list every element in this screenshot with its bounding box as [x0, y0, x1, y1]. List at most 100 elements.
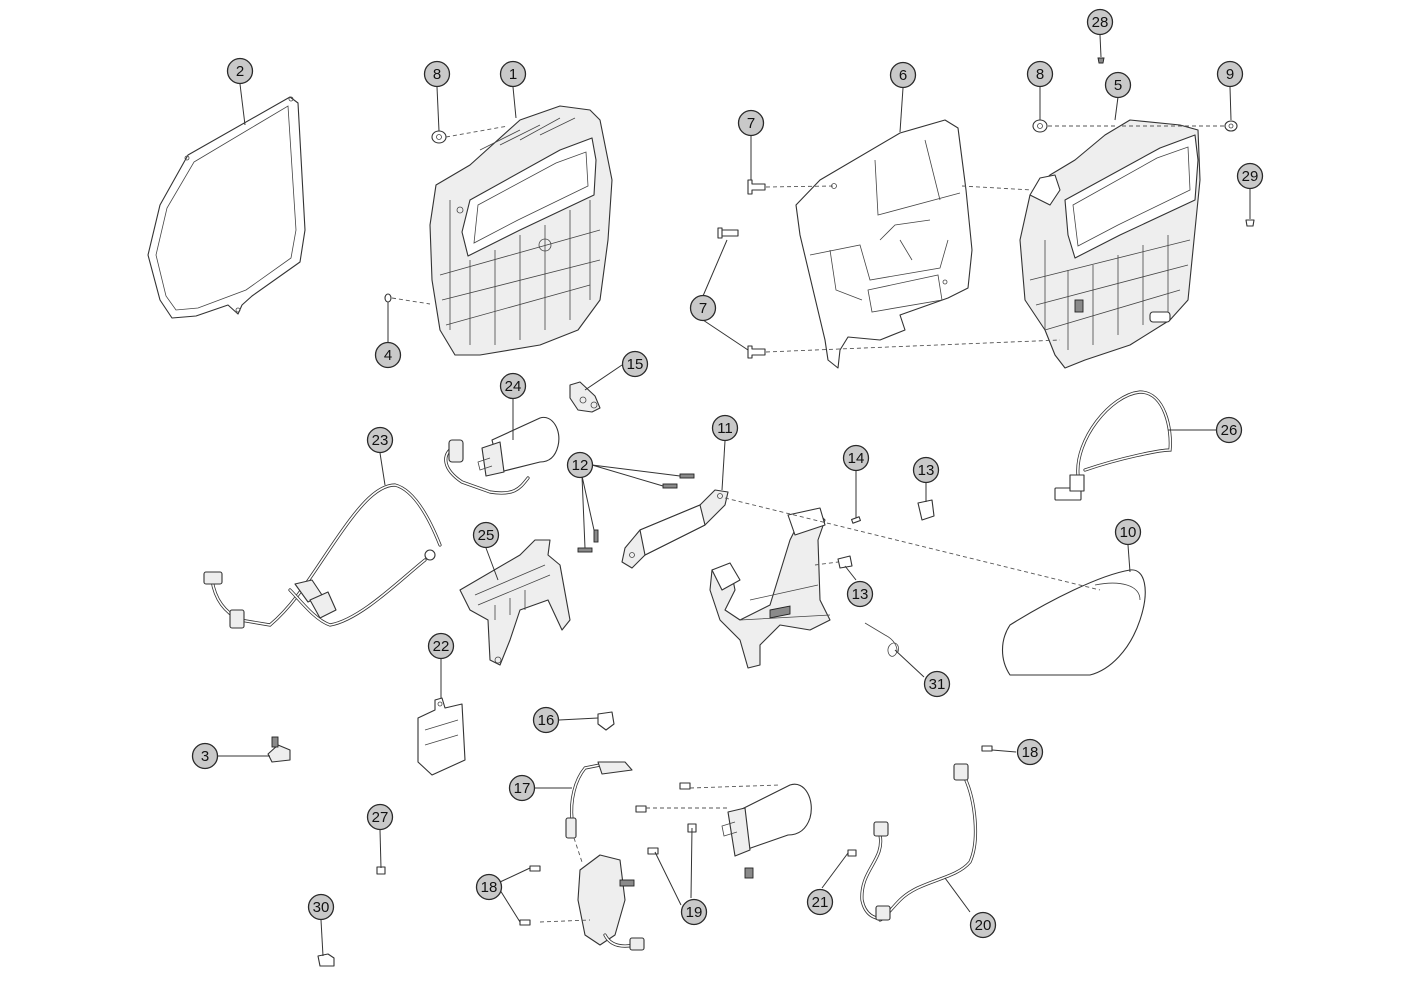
callout-29: 29 — [1236, 162, 1264, 190]
callout-circle — [427, 632, 455, 660]
callout-circle — [374, 341, 402, 369]
callout-circle — [621, 350, 649, 378]
callout-number: 24 — [505, 378, 522, 395]
callout-circle — [842, 444, 870, 472]
part-26-cable-loop — [1054, 390, 1172, 501]
part-10-handle-trim — [1001, 569, 1146, 676]
callout-circle — [689, 294, 717, 322]
callout-4: 4 — [374, 341, 402, 369]
part-2-seal-frame — [147, 96, 306, 319]
part-4-clip — [384, 293, 392, 303]
callout-27: 27 — [366, 803, 394, 831]
callout-7: 7 — [689, 294, 717, 322]
callout-number: 3 — [201, 748, 209, 765]
callout-18: 18 — [475, 873, 503, 901]
callout-circle — [912, 456, 940, 484]
part-7-screw-bottom — [747, 345, 766, 359]
callout-number: 9 — [1226, 66, 1234, 83]
part-5-door-module — [1019, 119, 1201, 369]
callout-23: 23 — [366, 426, 394, 454]
callout-number: 15 — [627, 356, 644, 373]
callout-circle — [1086, 8, 1114, 36]
callout-24: 24 — [499, 372, 527, 400]
callout-number: 27 — [372, 809, 389, 826]
callout-number: 1 — [509, 66, 517, 83]
callout-20: 20 — [969, 911, 997, 939]
callout-30: 30 — [307, 893, 335, 921]
callout-8: 8 — [423, 60, 451, 88]
part-18-screw-right — [981, 745, 993, 752]
callout-28: 28 — [1086, 8, 1114, 36]
part-23-wiring-harness — [203, 483, 442, 629]
part-13-clip-lower — [837, 555, 853, 569]
part-15-bracket — [569, 381, 601, 413]
callout-number: 2 — [236, 63, 244, 80]
part-17-sensor — [565, 761, 633, 839]
callout-circle — [1016, 738, 1044, 766]
part-21-harness — [847, 821, 891, 921]
callout-circle — [499, 372, 527, 400]
callout-number: 20 — [975, 917, 992, 934]
callout-circle — [969, 911, 997, 939]
callout-7: 7 — [737, 109, 765, 137]
callout-8: 8 — [1026, 60, 1054, 88]
callout-circle — [366, 803, 394, 831]
callout-number: 17 — [514, 780, 531, 797]
callout-number: 8 — [433, 66, 441, 83]
callout-number: 6 — [899, 67, 907, 84]
callout-26: 26 — [1215, 416, 1243, 444]
callout-circle — [1215, 416, 1243, 444]
callout-number: 29 — [1242, 168, 1259, 185]
callout-13: 13 — [846, 580, 874, 608]
part-25-latch-frame — [459, 539, 571, 666]
callout-number: 12 — [572, 457, 589, 474]
callout-circle — [846, 580, 874, 608]
callout-3: 3 — [191, 742, 219, 770]
callout-number: 18 — [481, 879, 498, 896]
callout-9: 9 — [1216, 60, 1244, 88]
callout-number: 10 — [1120, 524, 1137, 541]
part-3-fastener — [267, 736, 291, 763]
callout-circle — [226, 57, 254, 85]
callout-circle — [1236, 162, 1264, 190]
callout-14: 14 — [842, 444, 870, 472]
part-14-pin — [851, 516, 861, 524]
part-30-screw — [317, 953, 335, 967]
part-19-motor — [635, 782, 812, 879]
callout-circle — [423, 60, 451, 88]
part-8-nut-right — [1032, 119, 1048, 133]
part-1-door-module — [429, 105, 613, 356]
part-13-clip-upper — [917, 499, 935, 521]
callout-circle — [499, 60, 527, 88]
callout-number: 30 — [313, 899, 330, 916]
part-7-screw-top — [747, 179, 766, 195]
electronic-module — [577, 854, 645, 951]
callout-circle — [680, 898, 708, 926]
callout-circle — [711, 414, 739, 442]
callout-number: 5 — [1114, 77, 1122, 94]
callout-circle — [737, 109, 765, 137]
part-29-screw — [1245, 219, 1255, 227]
callout-circle — [532, 706, 560, 734]
callout-number: 23 — [372, 432, 389, 449]
callout-number: 28 — [1092, 14, 1109, 31]
callout-16: 16 — [532, 706, 560, 734]
callout-circle — [1216, 60, 1244, 88]
part-22-control-module — [417, 697, 466, 776]
callout-11: 11 — [711, 414, 739, 442]
latch-mechanism — [709, 507, 831, 669]
part-7-screw-mid — [717, 227, 739, 239]
callout-number: 13 — [852, 586, 869, 603]
callout-17: 17 — [508, 774, 536, 802]
callout-number: 16 — [538, 712, 555, 729]
callout-circle — [566, 451, 594, 479]
part-16-plug — [597, 711, 615, 731]
callout-number: 21 — [812, 894, 829, 911]
callout-12: 12 — [566, 451, 594, 479]
callout-circle — [1114, 518, 1142, 546]
callout-number: 11 — [717, 420, 733, 437]
callout-number: 14 — [848, 450, 865, 467]
callout-31: 31 — [923, 670, 951, 698]
callout-13: 13 — [912, 456, 940, 484]
